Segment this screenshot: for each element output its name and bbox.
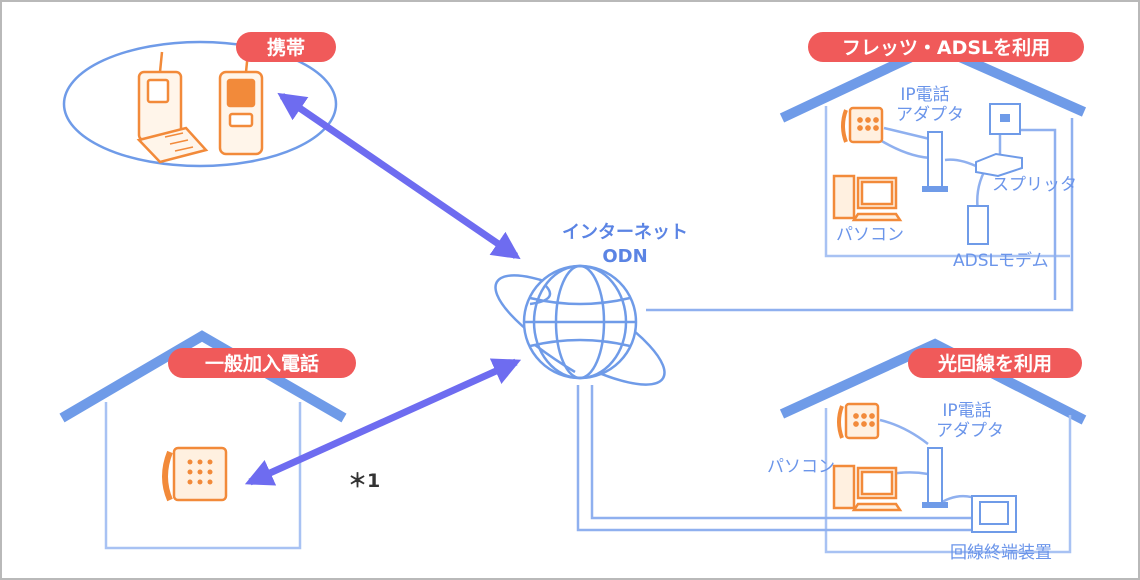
internet-label: インターネット	[562, 222, 688, 243]
splitter-icon	[975, 152, 1023, 178]
fiber-pill: 光回線を利用	[908, 348, 1082, 378]
fiber-title: 光回線を利用	[937, 352, 1052, 375]
fiber-pc-label: パソコン	[767, 457, 835, 477]
flets-ip-adapter-label-1: IP電話	[900, 85, 949, 105]
mobile-internet-arrow	[277, 92, 521, 260]
flets-pill-bg	[808, 32, 1084, 62]
mobile-pill: 携帯	[236, 32, 336, 62]
mobile-title: 携帯	[267, 36, 305, 59]
flets-title: フレッツ・ADSLを利用	[842, 37, 1050, 59]
globe-icon	[494, 264, 666, 386]
mobile-phone-icon	[218, 51, 264, 156]
flets-phone-icon	[841, 106, 884, 144]
flets-pill: フレッツ・ADSLを利用	[808, 32, 1084, 62]
note-marker: ＊1	[348, 470, 380, 492]
fiber-ip-adapter-label-1: IP電話	[942, 401, 991, 421]
fiber-pc-icon	[832, 464, 903, 512]
wall-jack-port	[1000, 114, 1010, 122]
fiber-house: IP電話 アダプタ パソコン 回線終端装置	[576, 338, 1087, 563]
ont-screen	[979, 501, 1009, 525]
house-roof	[779, 338, 1087, 425]
house-walls	[824, 408, 1072, 554]
mobile-group	[62, 40, 338, 168]
ont-label: 回線終端装置	[950, 543, 1052, 563]
adsl-modem-icon	[967, 205, 989, 245]
landline-internet-arrow	[244, 358, 522, 486]
odn-label: ODN	[602, 246, 647, 267]
splitter-label: スプリッタ	[992, 175, 1077, 195]
landline-pill: 一般加入電話	[168, 348, 356, 378]
flets-ip-adapter-label-2: アダプタ	[896, 105, 964, 125]
flets-pc-icon	[832, 174, 903, 222]
fiber-ip-adapter-icon	[927, 447, 943, 505]
flets-ip-adapter-base	[922, 186, 948, 192]
flets-house: IP電話 アダプタ スプリッタ パソコン ADSLモデム	[646, 40, 1087, 312]
mobile-pill-bg	[236, 32, 336, 62]
flets-pc-label: パソコン	[836, 225, 904, 245]
flets-ip-adapter-icon	[927, 131, 943, 189]
fiber-ip-adapter-label-2: アダプタ	[936, 421, 1004, 441]
desk-phone-icon	[162, 446, 228, 502]
flip-phone-icon	[136, 51, 209, 164]
fiber-ip-adapter-base	[922, 502, 948, 508]
adsl-modem-label: ADSLモデム	[953, 250, 1049, 271]
fiber-pill-bg	[908, 348, 1082, 378]
landline-title: 一般加入電話	[205, 352, 319, 375]
fiber-phone-icon	[837, 402, 880, 440]
landline-pill-bg	[168, 348, 356, 378]
house-walls	[824, 106, 1070, 258]
